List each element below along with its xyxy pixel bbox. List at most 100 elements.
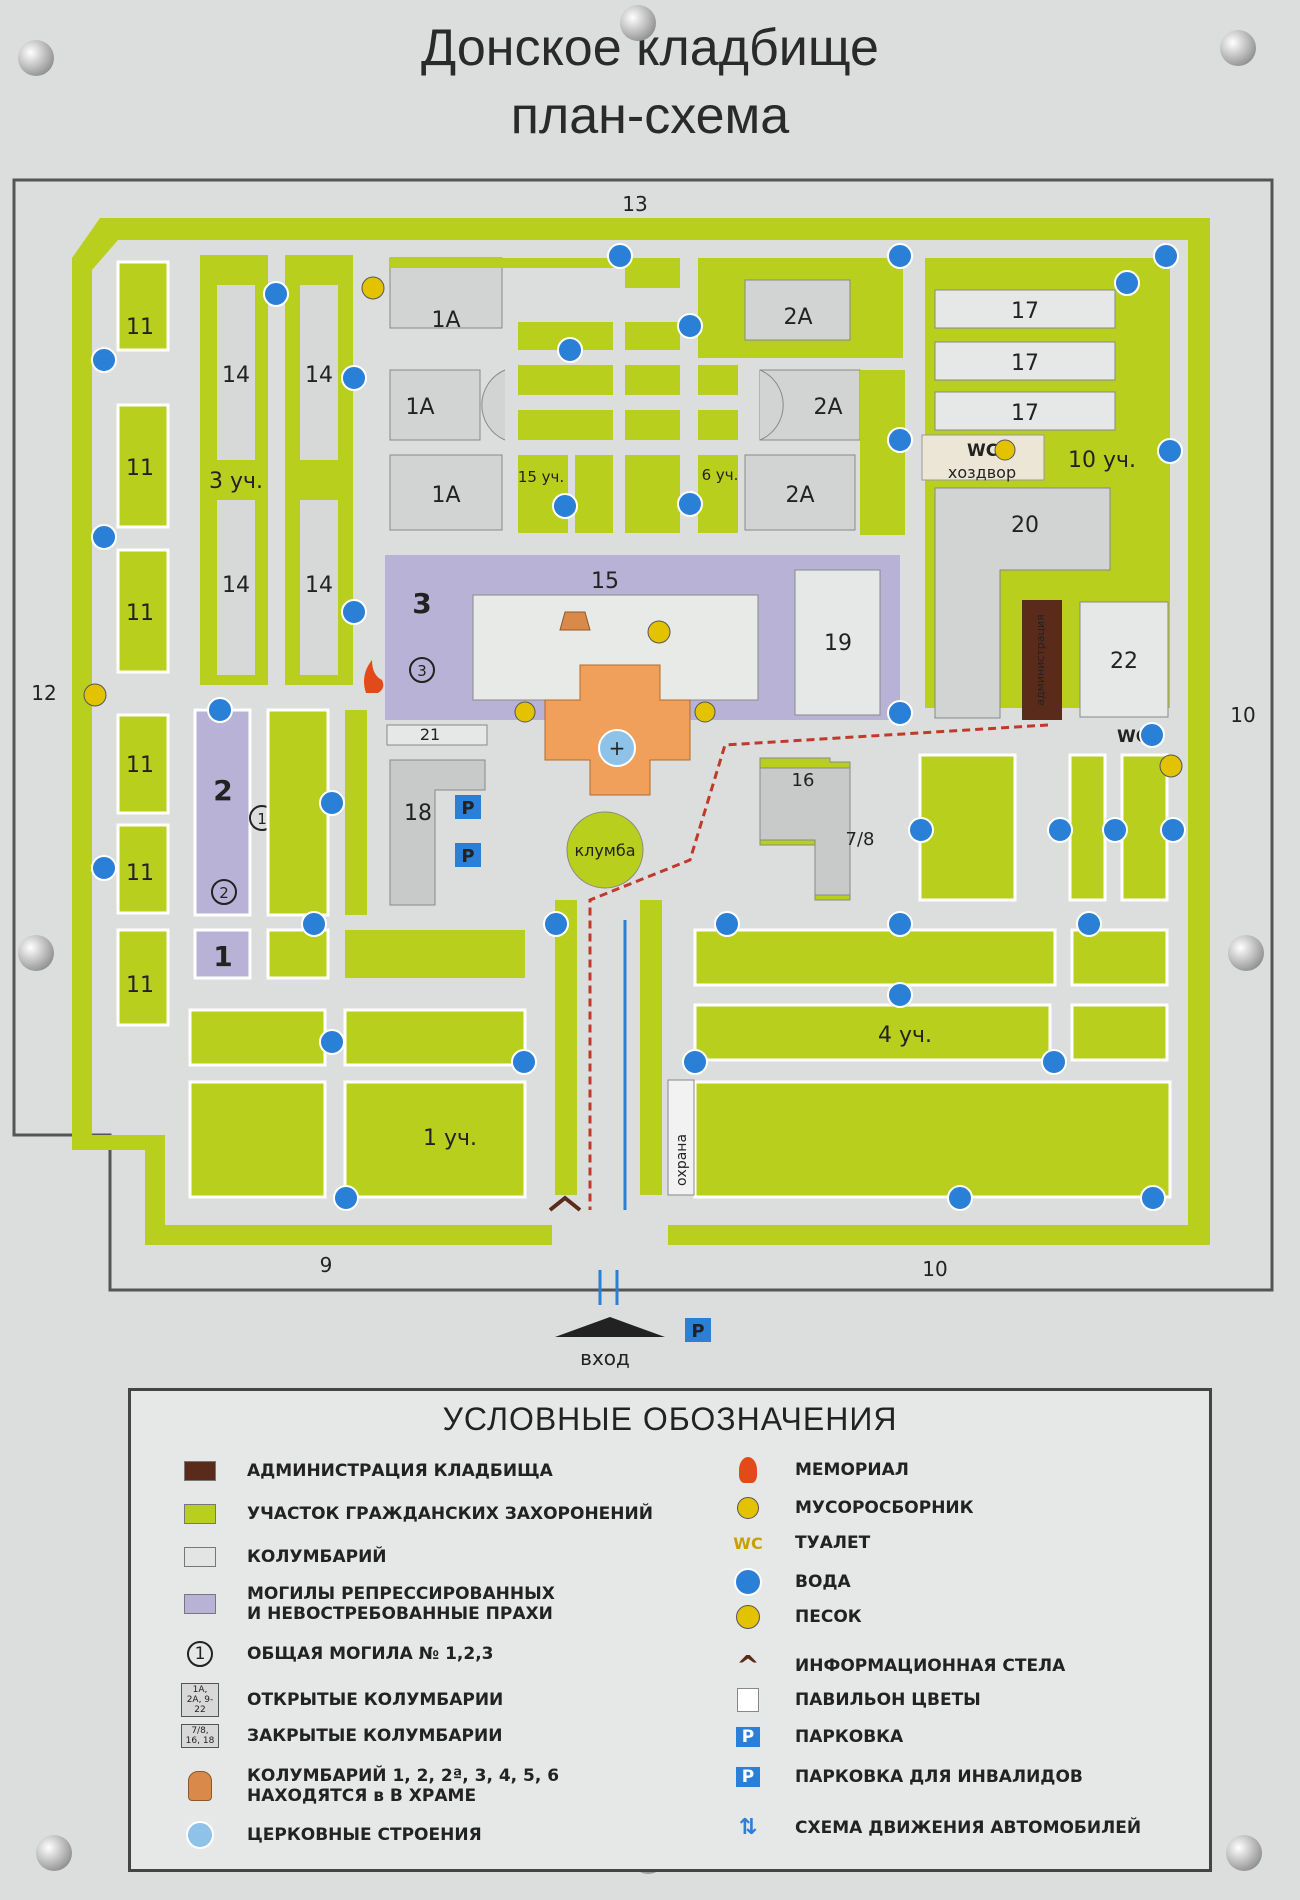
flower-bed-label: клумба [574,841,635,860]
plot-label: 3 [412,587,431,620]
legend-title: УСЛОВНЫЕ ОБОЗНАЧЕНИЯ [442,1401,898,1437]
sand-icon [514,701,536,723]
legend-item: ⇅ СХЕМА ДВИЖЕНИЯ АВТОМОБИЛЕЙ [738,1815,1142,1840]
sector-1: 1 уч. [188,900,662,1199]
open-columbarium-icon: 1А, 2А, 9-22 [181,1683,219,1717]
traffic-arrows-icon: ⇅ [738,1815,758,1840]
plot-label: 17 [1011,401,1039,426]
legend-item: УЧАСТОК ГРАЖДАНСКИХ ЗАХОРОНЕНИЙ [179,1504,653,1524]
plot-label: 2А [785,483,814,508]
plot-label: 17 [1011,351,1039,376]
legend-item: КОЛУМБАРИЙ [179,1547,387,1567]
legend-item: P ПАРКОВКА ДЛЯ ИНВАЛИДОВ [727,1767,1083,1787]
plot-label: 14 [305,573,333,598]
flame-icon [364,660,384,693]
svg-text:+: + [609,736,626,760]
church-icon [598,729,636,767]
plot-label: 11 [126,315,154,340]
plot-label: 11 [126,861,154,886]
disabled-parking-icon: P [461,846,474,867]
plot-label: 4 уч. [878,1023,932,1048]
sand-icon [736,1605,760,1629]
street-number: 10 [922,1257,947,1281]
screw-icon [1228,935,1264,971]
plot-label: 11 [126,456,154,481]
screw-icon [36,1835,72,1871]
administration-label: администрация [1034,614,1047,706]
screw-icon [18,935,54,971]
stele-icon [548,1195,582,1212]
screw-icon [1226,1835,1262,1871]
plot-label: 19 [824,631,852,656]
legend-item: WC ТУАЛЕТ [733,1533,871,1553]
sector-3: 14 14 14 14 3 уч. [200,255,353,685]
legend-item: ЦЕРКОВНЫЕ СТРОЕНИЯ [179,1821,482,1849]
grave-number: 3 [417,662,427,680]
legend-item: АДМИНИСТРАЦИЯ КЛАДБИЩА [179,1461,553,1481]
flower-bed [566,811,644,889]
plot-label: 2А [783,305,812,330]
plot-label: 10 уч. [1068,448,1136,473]
legend-item: МОГИЛЫ РЕПРЕССИРОВАННЫХ И НЕВОСТРЕБОВАНН… [179,1584,555,1624]
entrance-label: вход [580,1346,630,1370]
screw-icon [620,5,656,41]
plot-label: 20 [1011,513,1039,538]
legend-item: КОЛУМБАРИЙ 1, 2, 2ª, 3, 4, 5, 6 НАХОДЯТС… [179,1766,559,1806]
stele-icon: ^ [736,1649,760,1682]
water-icon [734,1568,762,1596]
street-number: 9 [320,1253,333,1277]
street-number: 12 [31,681,56,705]
urn-icon [559,611,591,631]
parking-icon: P [461,798,474,819]
administration-building [1022,600,1062,720]
admin-swatch [184,1461,216,1481]
street-number: 13 [622,192,647,216]
legend-item: МЕМОРИАЛ [727,1457,909,1483]
plot-label: 14 [305,363,333,388]
plot-label: 15 уч. [518,468,564,486]
guard-label: охрана [674,1134,690,1186]
legend: УСЛОВНЫЕ ОБОЗНАЧЕНИЯ АДМИНИСТРАЦИЯ КЛАДБ… [128,1388,1212,1872]
map-outer-border [12,178,1274,1292]
plot-label: 16 [792,770,815,791]
screw-icon [18,40,54,76]
parking-icon: P [735,1727,761,1747]
parking-icon: P [691,1321,704,1342]
legend-item: 1 ОБЩАЯ МОГИЛА № 1,2,3 [179,1641,494,1667]
plot-label: 14 [222,573,250,598]
plot-label: 1А [431,483,460,508]
plot-label: 3 уч. [209,469,263,494]
wc-icon: WC [733,1533,763,1553]
flame-icon [739,1457,757,1483]
plot-label: 7/8 [846,829,875,850]
map-subtitle: план-схема [510,87,790,145]
legend-item: 7/8, 16, 18 ЗАКРЫТЫЕ КОЛУМБАРИИ [179,1724,502,1748]
legend-item: ПАВИЛЬОН ЦВЕТЫ [727,1688,981,1712]
entrance-arrow-icon [555,1317,665,1337]
grave-number-icon: 1 [187,1641,213,1667]
church-area: 15 3 19 3 + [385,555,900,796]
repressed-swatch [184,1594,216,1614]
water-icons [91,243,1186,1211]
legend-item: МУСОРОСБОРНИК [727,1497,974,1519]
plot-label: 11 [126,753,154,778]
plot-label: 2А [813,395,842,420]
legend-item: ВОДА [727,1568,851,1596]
plot-swatch [184,1504,216,1524]
plot-label: 17 [1011,299,1039,324]
plot-label: 1А [431,308,460,333]
church-icon [186,1821,214,1849]
sand-icon [694,701,716,723]
plot-label: 14 [222,363,250,388]
urn-icon [188,1771,212,1801]
disabled-parking-icon: P [735,1767,761,1787]
plot-label: 1 уч. [423,1126,477,1151]
grave-number: 1 [257,810,267,828]
wc-label: WC [967,441,998,461]
vehicle-route [588,723,1049,1210]
trash-icon [737,1497,759,1519]
plot-label: 1А [405,395,434,420]
plot-label: 6 уч. [702,466,739,484]
closed-columbarium-icon: 7/8, 16, 18 [181,1724,219,1748]
sector-11-column: 11 11 11 11 11 11 [116,260,170,1027]
